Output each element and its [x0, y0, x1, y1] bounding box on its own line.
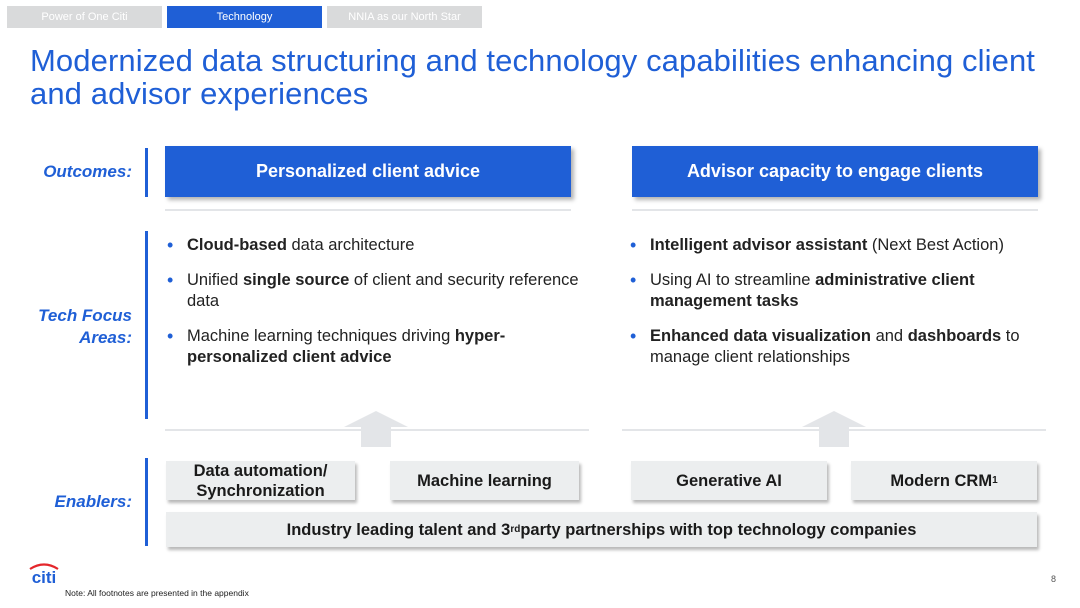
outcomes-divider: [145, 148, 148, 197]
bullet-bold: Intelligent advisor assistant: [650, 236, 868, 254]
outcome-advisor-capacity: Advisor capacity to engage clients: [632, 146, 1038, 197]
list-item: Unified single source of client and secu…: [165, 270, 585, 312]
bullet-bold: dashboards: [907, 327, 1002, 345]
outcome-right-rule: [632, 209, 1038, 211]
list-item: Using AI to streamline administrative cl…: [628, 270, 1058, 312]
bullet-text: Unified: [187, 271, 243, 289]
enabler-machine-learning: Machine learning: [390, 461, 579, 500]
bullet-text: Machine learning techniques driving: [187, 327, 455, 345]
tech-focus-divider: [145, 231, 148, 419]
right-focus-list: Intelligent advisor assistant (Next Best…: [628, 235, 1058, 382]
bullet-text: of client and security reference data: [187, 271, 579, 310]
bullet-text: and: [870, 327, 908, 345]
tech-focus-label: Tech Focus Areas:: [38, 305, 132, 349]
outcome-left-rule: [165, 209, 571, 211]
enabler-label: Data automation/ Synchronization: [193, 461, 328, 500]
list-item: Cloud-based data architecture: [165, 235, 585, 256]
enabler-data-automation: Data automation/ Synchronization: [166, 461, 355, 500]
bullet-text: Using AI to streamline: [650, 271, 816, 289]
tech-focus-label-line1: Tech Focus: [38, 306, 132, 325]
tab-power-of-one-citi[interactable]: Power of One Citi: [7, 6, 162, 28]
enabler-label: Machine learning: [417, 471, 552, 490]
up-arrow-icon: [802, 411, 866, 447]
enabler-generative-ai: Generative AI: [631, 461, 827, 500]
enabler-label: Modern CRM: [890, 471, 993, 490]
bullet-bold: administrative client management tasks: [650, 271, 975, 310]
outcomes-label: Outcomes:: [43, 162, 132, 181]
section-tabs: Power of One Citi Technology Enhancement…: [7, 6, 482, 45]
bullet-bold: single source: [242, 271, 350, 289]
bullet-bold: hyper-personalized client advice: [187, 327, 506, 366]
list-item: Intelligent advisor assistant (Next Best…: [628, 235, 1058, 256]
outcome-personalized-client-advice: Personalized client advice: [165, 146, 571, 197]
list-item: Machine learning techniques driving hype…: [165, 326, 585, 368]
left-focus-list: Cloud-based data architecture Unified si…: [165, 235, 585, 382]
enablers-label: Enablers:: [54, 492, 132, 511]
bullet-text: data architecture: [286, 236, 415, 254]
bullet-text: to manage client relationships: [650, 327, 1020, 366]
footnote-note: Note: All footnotes are presented in the…: [65, 588, 249, 598]
enabler-label: Generative AI: [676, 471, 782, 490]
citi-logo: citi: [29, 563, 59, 585]
bullet-bold: Enhanced data visualization: [650, 327, 871, 345]
bullet-text: (Next Best Action): [867, 236, 1004, 254]
up-arrow-icon: [344, 411, 408, 447]
list-item: Enhanced data visualization and dashboar…: [628, 326, 1058, 368]
enabler-label: Industry leading talent and 3: [286, 520, 511, 539]
svg-text:citi: citi: [32, 568, 57, 585]
tech-focus-label-line2: Areas:: [79, 328, 132, 347]
page-title: Modernized data structuring and technolo…: [30, 43, 1035, 111]
page-number: 8: [1050, 574, 1056, 584]
enabler-label: party partnerships with top technology c…: [520, 520, 917, 539]
bullet-bold: Cloud-based: [187, 236, 287, 254]
enablers-divider: [145, 458, 148, 546]
tab-nnia-north-star[interactable]: NNIA as our North Star: [327, 6, 482, 28]
tab-technology-enhancements[interactable]: Technology Enhancements: [167, 6, 322, 45]
